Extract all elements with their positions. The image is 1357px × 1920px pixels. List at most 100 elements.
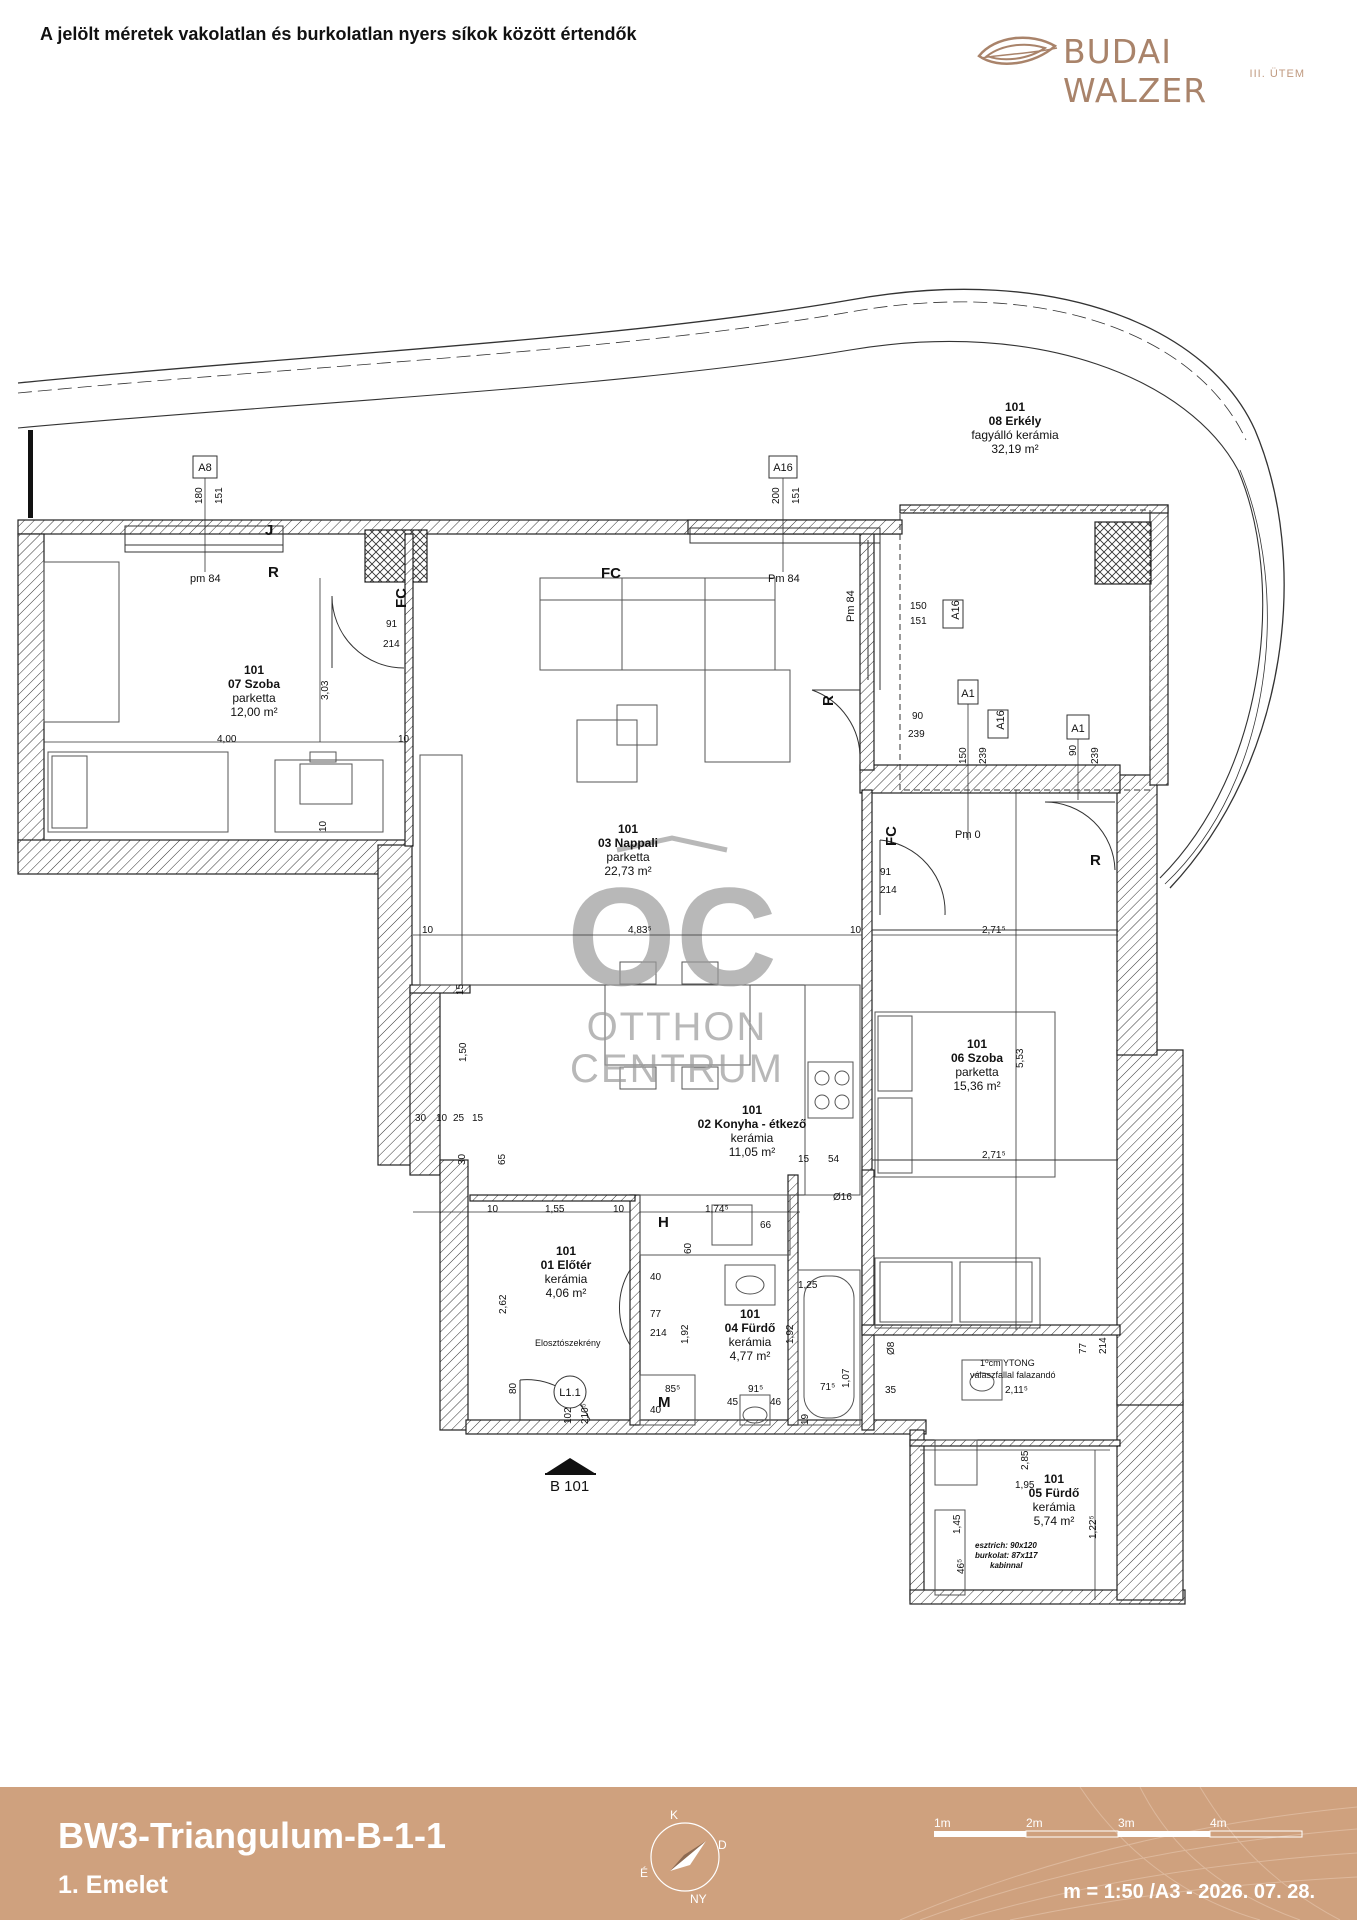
plan-notes: pm 84 Pm 84 Pm 84 Pm 0 Elosztószekrény 1…: [190, 573, 1056, 1570]
svg-text:19: 19: [800, 1413, 811, 1425]
marker-fc-1: FC: [601, 565, 621, 582]
svg-text:90: 90: [1068, 744, 1079, 756]
svg-text:151: 151: [214, 487, 225, 504]
svg-text:10: 10: [487, 1204, 499, 1215]
svg-text:11,05 m²: 11,05 m²: [729, 1145, 775, 1159]
svg-text:1,50: 1,50: [458, 1042, 469, 1062]
tag-a1-right: A1: [1071, 723, 1084, 735]
floor-plan: OC OTTHON CENTRUM 101 08 Erkély fagyálló…: [17, 288, 1285, 1605]
footer-bar: BW3-Triangulum-B-1-1 1. Emelet K D NY É …: [0, 1787, 1357, 1920]
room-labels: 101 08 Erkély fagyálló kerámia 32,19 m² …: [228, 400, 1079, 1528]
marker-j: J: [265, 522, 273, 539]
note-shower-3: kabinnal: [990, 1561, 1023, 1570]
scale-date-text: m = 1:50 /A3 - 2026. 07. 28.: [1063, 1881, 1315, 1903]
svg-text:80: 80: [508, 1382, 519, 1394]
note-pm84-left: pm 84: [190, 573, 221, 585]
svg-text:10: 10: [613, 1204, 625, 1215]
svg-text:kerámia: kerámia: [729, 1335, 772, 1349]
svg-text:12,00 m²: 12,00 m²: [230, 705, 277, 719]
svg-text:85⁵: 85⁵: [665, 1384, 680, 1395]
svg-text:46⁵: 46⁵: [956, 1559, 967, 1574]
svg-text:77: 77: [650, 1309, 662, 1320]
compass-n: K: [670, 1808, 678, 1822]
budai-walzer-logo: BUDAI WALZER III. ÜTEM: [975, 28, 1305, 110]
svg-text:90: 90: [912, 711, 924, 722]
svg-text:40: 40: [650, 1272, 662, 1283]
svg-text:1,74⁵: 1,74⁵: [705, 1204, 729, 1215]
room-label-furdo-05: 101 05 Fürdő kerámia 5,74 m²: [1029, 1472, 1080, 1528]
otthon-centrum-watermark: OC OTTHON CENTRUM: [567, 835, 784, 1091]
tag-a16-top: A16: [773, 462, 793, 474]
svg-text:1,55: 1,55: [545, 1204, 565, 1215]
furniture: [43, 561, 1056, 1596]
note-ytong-2: válaszfallal falazandó: [970, 1370, 1056, 1380]
svg-text:fagyálló kerámia: fagyálló kerámia: [971, 428, 1059, 442]
svg-text:214: 214: [650, 1328, 667, 1339]
svg-text:kerámia: kerámia: [545, 1272, 588, 1286]
svg-text:102: 102: [563, 1407, 574, 1424]
svg-text:parketta: parketta: [955, 1065, 999, 1079]
svg-text:54: 54: [828, 1154, 840, 1165]
svg-text:15: 15: [798, 1154, 810, 1165]
svg-text:35: 35: [885, 1385, 897, 1396]
svg-text:210⁵: 210⁵: [580, 1403, 591, 1424]
svg-text:91: 91: [386, 619, 398, 630]
svg-text:Ø16: Ø16: [833, 1192, 852, 1203]
svg-text:05 Fürdő: 05 Fürdő: [1029, 1486, 1080, 1500]
svg-text:4,06 m²: 4,06 m²: [546, 1286, 587, 1300]
svg-text:101: 101: [742, 1103, 762, 1117]
svg-text:151: 151: [910, 616, 927, 627]
room-label-furdo-04: 101 04 Fürdő kerámia 4,77 m²: [725, 1307, 776, 1363]
svg-text:46: 46: [770, 1397, 782, 1408]
svg-text:101: 101: [556, 1244, 576, 1258]
tag-a8: A8: [198, 462, 211, 474]
svg-text:2,71⁵: 2,71⁵: [982, 925, 1006, 936]
compass-s: NY: [690, 1892, 707, 1905]
dimension-lines: [44, 478, 1118, 1600]
svg-text:10: 10: [850, 925, 862, 936]
marker-r-1: R: [268, 564, 279, 581]
svg-text:10: 10: [422, 925, 434, 936]
svg-text:1,25: 1,25: [798, 1280, 818, 1291]
scale-bar: 1m 2m 3m 4m: [930, 1815, 1310, 1850]
svg-text:4,77 m²: 4,77 m²: [730, 1349, 771, 1363]
entrance-label: B 101: [550, 1478, 589, 1495]
doors: [331, 595, 1116, 1421]
note-ytong-1: 1⁰cm YTONG: [980, 1358, 1035, 1368]
svg-text:101: 101: [1044, 1472, 1064, 1486]
svg-text:22,73 m²: 22,73 m²: [604, 864, 651, 878]
svg-text:10: 10: [398, 734, 410, 745]
watermark-line2: CENTRUM: [570, 1047, 784, 1091]
note-shower-2: burkolat: 87x117: [975, 1551, 1038, 1560]
svg-text:1,07: 1,07: [841, 1368, 852, 1388]
svg-text:2,71⁵: 2,71⁵: [982, 1150, 1006, 1161]
svg-text:2,11⁵: 2,11⁵: [1005, 1385, 1028, 1396]
svg-text:kerámia: kerámia: [1033, 1500, 1076, 1514]
svg-text:15: 15: [455, 983, 466, 995]
svg-text:200: 200: [771, 487, 782, 504]
tag-a16-mid: A16: [950, 600, 962, 620]
svg-text:Ø8: Ø8: [886, 1341, 897, 1355]
svg-text:1,92: 1,92: [680, 1324, 691, 1344]
svg-text:1,95: 1,95: [1015, 1480, 1035, 1491]
svg-text:40: 40: [650, 1405, 662, 1416]
svg-text:5,74 m²: 5,74 m²: [1034, 1514, 1075, 1528]
svg-text:214: 214: [1098, 1337, 1109, 1354]
room-label-szoba-06: 101 06 Szoba parketta 15,36 m²: [951, 1037, 1003, 1093]
scale-label-1: 1m: [934, 1816, 951, 1830]
svg-text:08 Erkély: 08 Erkély: [989, 414, 1042, 428]
svg-text:10: 10: [436, 1113, 448, 1124]
svg-text:71⁵: 71⁵: [820, 1382, 835, 1393]
room-label-konyha: 101 02 Konyha - étkező kerámia 11,05 m²: [698, 1103, 807, 1159]
svg-text:07 Szoba: 07 Szoba: [228, 677, 280, 691]
svg-text:214: 214: [880, 885, 897, 896]
marker-r-2: R: [820, 695, 837, 706]
svg-text:25: 25: [453, 1113, 465, 1124]
svg-text:02 Konyha - étkező: 02 Konyha - étkező: [698, 1117, 807, 1131]
room-label-eloter: 101 01 Előtér kerámia 4,06 m²: [541, 1244, 592, 1300]
svg-text:101: 101: [740, 1307, 760, 1321]
svg-text:06 Szoba: 06 Szoba: [951, 1051, 1003, 1065]
svg-text:1,45: 1,45: [952, 1514, 963, 1534]
tag-a16-low: A16: [995, 710, 1007, 730]
svg-text:32,19 m²: 32,19 m²: [991, 442, 1038, 456]
